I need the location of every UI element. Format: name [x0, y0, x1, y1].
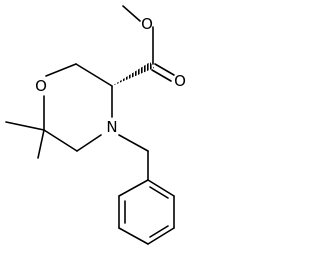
carbonyl-oxygen-label: O [174, 72, 186, 90]
ring-nitrogen-label: N [106, 118, 117, 136]
ester-oxygen-label: O [141, 15, 153, 33]
chemical-structure: O O O N [5, 5, 186, 245]
carbonyl-double-bond-a [154, 63, 175, 76]
phenyl-ring [118, 179, 175, 245]
phenyl-bond-1 [147, 179, 175, 197]
methyl-ester-group [122, 5, 175, 82]
ring-bond-ch2-ch [75, 63, 113, 87]
phenyl-inner-double-1 [149, 186, 169, 199]
ring-bond-cme2-ch2 [43, 129, 78, 152]
ring-oxygen-label: O [35, 77, 47, 95]
methyl-to-oxygen-bond [122, 5, 141, 22]
methyl-bond-down [37, 129, 45, 159]
benzyl-group [118, 134, 175, 245]
morpholine-ring [43, 63, 113, 152]
phenyl-bond-4 [118, 227, 149, 245]
n-to-ch2-bond [118, 134, 149, 152]
phenyl-bond-3 [147, 227, 175, 245]
stereo-hashed-wedge-bond [112, 62, 154, 86]
methyl-bond-left [5, 121, 45, 131]
phenyl-inner-double-2 [149, 225, 169, 238]
ring-bond-ch2-n [76, 134, 102, 152]
ring-bond-ch2-o [45, 63, 77, 77]
phenyl-bond-6 [118, 179, 149, 197]
gem-dimethyl-group [5, 121, 45, 159]
carbonyl-double-bond-b [151, 69, 172, 82]
